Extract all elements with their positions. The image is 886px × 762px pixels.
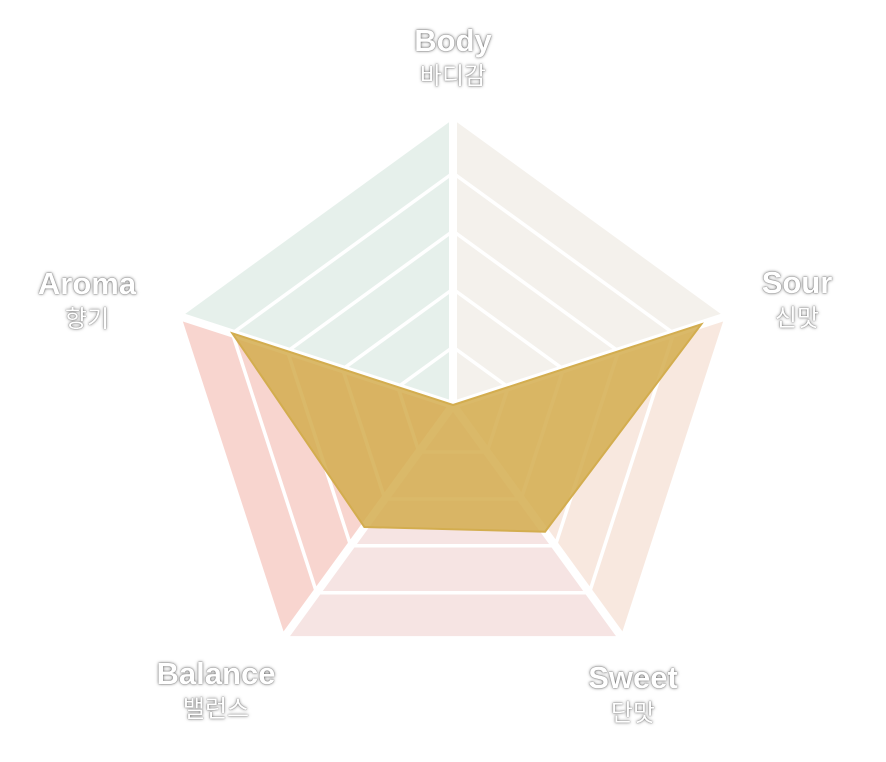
sector-body — [453, 115, 729, 405]
axis-label-aroma-ko: 향기 — [64, 305, 110, 333]
data-area-series-0 — [229, 322, 704, 533]
axis-label-sweet-ko: 단맛 — [610, 699, 656, 727]
grid-ring-5 — [173, 110, 733, 644]
axis-label-sour-en: Sour — [761, 265, 833, 300]
grid-ring-4 — [230, 170, 676, 595]
sector-aroma — [177, 115, 453, 405]
axis-label-body-en: Body — [414, 23, 492, 58]
axis-label-sour: Sour 신맛 — [762, 267, 833, 330]
grid-ring-3 — [285, 228, 621, 548]
axis-label-body: Body 바디감 — [414, 25, 492, 88]
axis-label-sweet: Sweet 단맛 — [588, 662, 678, 725]
axis-label-balance: Balance 밸런스 — [157, 658, 276, 721]
axis-label-sour-ko: 신맛 — [774, 304, 820, 332]
axis-label-aroma-en: Aroma — [37, 266, 137, 301]
axis-label-aroma: Aroma 향기 — [38, 268, 136, 331]
axis-label-balance-en: Balance — [156, 656, 276, 691]
axis-label-sweet-en: Sweet — [588, 660, 678, 695]
axis-label-body-ko: 바디감 — [419, 62, 487, 90]
axis-label-balance-ko: 밸런스 — [182, 695, 250, 723]
